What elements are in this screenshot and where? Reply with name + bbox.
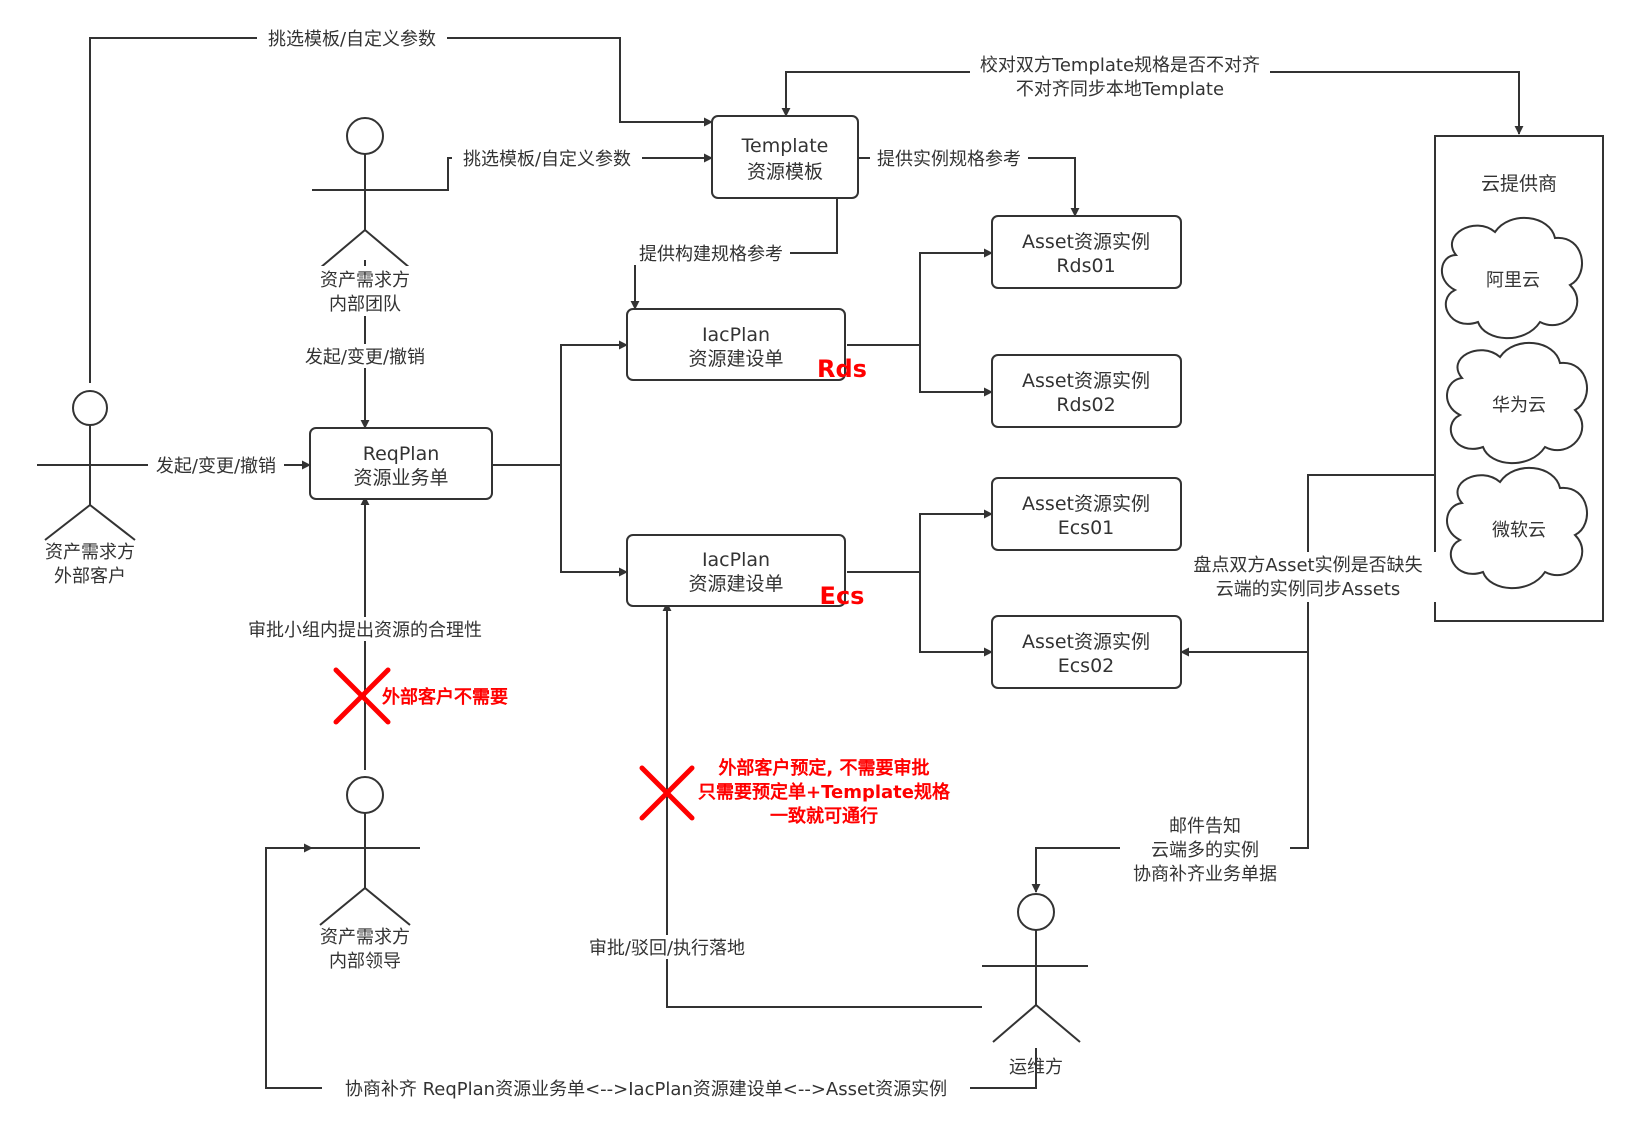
asset-rds02-node[interactable]: Asset资源实例 Rds02 xyxy=(991,354,1182,428)
no-need-external-note: 外部客户不需要 xyxy=(382,686,508,708)
reqplan-node-line2: 资源业务单 xyxy=(353,467,448,489)
cloud-aliyun-label: 阿里云 xyxy=(1486,270,1540,291)
actor-internal-leader[interactable]: 资产需求方 内部领导 xyxy=(312,776,420,972)
asset-ecs01-node[interactable]: Asset资源实例 Ecs01 xyxy=(991,477,1182,551)
edge-reqplan-to-iacplan-ecs xyxy=(560,465,628,577)
svg-text:只需要预定单+Template规格: 只需要预定单+Template规格 xyxy=(698,781,951,803)
asset-ecs02-line1: Asset资源实例 xyxy=(1022,631,1150,653)
iacplan-ecs-line2: 资源建设单 xyxy=(688,573,783,595)
asset-ecs02-node[interactable]: Asset资源实例 Ecs02 xyxy=(991,615,1182,689)
external-booking-note: 外部客户预定, 不需要审批 只需要预定单+Template规格 一致就可通行 xyxy=(698,757,951,827)
iacplan-ecs-line1: IacPlan xyxy=(702,549,770,571)
label-inventory: 盘点双方Asset实例是否缺失 云端的实例同步Assets xyxy=(1180,552,1436,602)
edge-customer-to-template xyxy=(89,37,713,383)
asset-ecs01-line2: Ecs01 xyxy=(1058,517,1115,539)
red-x-mark-external xyxy=(639,765,695,821)
edge-iacplan-ecs-to-ecs02 xyxy=(919,572,993,657)
cloud-aliyun[interactable]: 阿里云 xyxy=(1441,216,1583,340)
svg-text:发起/变更/撤销: 发起/变更/撤销 xyxy=(305,347,425,368)
actor-internal-leader-line2: 内部领导 xyxy=(329,951,401,972)
label-provide-instance-ref: 提供实例规格参考 xyxy=(870,146,1028,170)
actor-internal-team-head xyxy=(346,117,384,155)
actor-ops-label: 运维方 xyxy=(1009,1057,1063,1078)
asset-ecs01-line1: Asset资源实例 xyxy=(1022,493,1150,515)
iacplan-rds-line2: 资源建设单 xyxy=(688,348,783,370)
label-email: 邮件告知 云端多的实例 协商补齐业务单据 xyxy=(1120,813,1290,887)
edge-reqplan-to-iacplan-rds xyxy=(492,340,628,466)
actor-internal-leader-line1: 资产需求方 xyxy=(320,927,410,948)
cloud-huawei-label: 华为云 xyxy=(1492,395,1546,416)
iacplan-rds-line1: IacPlan xyxy=(702,324,770,346)
reqplan-node[interactable]: ReqPlan 资源业务单 xyxy=(309,427,493,500)
label-check-template: 校对双方Template规格是否不对齐 不对齐同步本地Template xyxy=(970,52,1270,102)
cloud-provider-title: 云提供商 xyxy=(1481,173,1557,195)
actor-ops[interactable]: 运维方 xyxy=(982,893,1088,1078)
iacplan-ecs-node[interactable]: IacPlan 资源建设单 xyxy=(626,534,846,607)
svg-text:协商补齐 ReqPlan资源业务单<-->IacPlan资源: 协商补齐 ReqPlan资源业务单<-->IacPlan资源建设单<-->Ass… xyxy=(345,1079,947,1100)
svg-text:审批/驳回/执行落地: 审批/驳回/执行落地 xyxy=(589,938,745,959)
cloud-huawei[interactable]: 华为云 xyxy=(1446,341,1588,465)
edge-iacplan-rds-to-rds02 xyxy=(919,345,993,397)
svg-text:提供实例规格参考: 提供实例规格参考 xyxy=(877,149,1021,170)
svg-text:一致就可通行: 一致就可通行 xyxy=(770,805,878,827)
label-approve-execute: 审批/驳回/执行落地 xyxy=(580,935,754,959)
template-node-line2: 资源模板 xyxy=(747,161,823,183)
asset-rds01-line2: Rds01 xyxy=(1056,255,1115,277)
label-initiate-customer: 发起/变更/撤销 xyxy=(148,453,284,477)
edge-ops-to-iacplan-ecs xyxy=(662,602,982,1008)
svg-text:协商补齐业务单据: 协商补齐业务单据 xyxy=(1133,864,1277,885)
label-initiate-team: 发起/变更/撤销 xyxy=(297,344,433,368)
label-negotiate-bottom: 协商补齐 ReqPlan资源业务单<-->IacPlan资源建设单<-->Ass… xyxy=(322,1076,970,1100)
asset-rds01-node[interactable]: Asset资源实例 Rds01 xyxy=(991,215,1182,289)
asset-ecs02-line2: Ecs02 xyxy=(1058,655,1115,677)
edge-iacplan-ecs-to-ecs01 xyxy=(847,509,993,573)
svg-text:邮件告知: 邮件告知 xyxy=(1169,816,1241,837)
svg-text:云端多的实例: 云端多的实例 xyxy=(1151,840,1259,861)
template-node[interactable]: Template 资源模板 xyxy=(711,115,859,199)
asset-rds01-line1: Asset资源实例 xyxy=(1022,231,1150,253)
svg-text:外部客户预定, 不需要审批: 外部客户预定, 不需要审批 xyxy=(718,757,929,779)
svg-text:校对双方Template规格是否不对齐: 校对双方Template规格是否不对齐 xyxy=(980,55,1260,76)
cloud-microsoft[interactable]: 微软云 xyxy=(1446,466,1588,590)
svg-text:不对齐同步本地Template: 不对齐同步本地Template xyxy=(1016,79,1224,100)
actor-external-customer-line1: 资产需求方 xyxy=(45,542,135,563)
cloud-microsoft-label: 微软云 xyxy=(1492,520,1546,541)
actor-external-customer-head xyxy=(72,390,108,426)
edge-iacplan-rds-to-rds01 xyxy=(847,248,993,346)
actor-ops-head xyxy=(1017,893,1055,931)
svg-text:挑选模板/自定义参数: 挑选模板/自定义参数 xyxy=(268,29,436,50)
actor-external-customer[interactable]: 资产需求方 外部客户 xyxy=(37,390,143,587)
ecs-tag: Ecs xyxy=(820,582,865,610)
svg-text:审批小组内提出资源的合理性: 审批小组内提出资源的合理性 xyxy=(248,620,482,641)
actor-internal-leader-head xyxy=(346,776,384,814)
red-x-mark-approval xyxy=(333,667,391,725)
template-node-line1: Template xyxy=(741,135,829,157)
edge-ops-to-leader xyxy=(265,843,1037,1089)
iacplan-rds-node[interactable]: IacPlan 资源建设单 xyxy=(626,308,846,381)
actor-internal-team-line2: 内部团队 xyxy=(329,294,401,315)
svg-text:挑选模板/自定义参数: 挑选模板/自定义参数 xyxy=(463,149,631,170)
actor-internal-team-line1: 资产需求方 xyxy=(320,270,410,291)
svg-text:提供构建规格参考: 提供构建规格参考 xyxy=(639,244,783,265)
svg-text:盘点双方Asset实例是否缺失: 盘点双方Asset实例是否缺失 xyxy=(1193,555,1422,576)
rds-tag: Rds xyxy=(817,355,867,383)
label-select-template-top: 挑选模板/自定义参数 xyxy=(257,26,447,50)
actor-external-customer-line2: 外部客户 xyxy=(54,566,126,587)
asset-rds02-line1: Asset资源实例 xyxy=(1022,370,1150,392)
label-approval-group: 审批小组内提出资源的合理性 xyxy=(237,617,493,641)
label-select-template-team: 挑选模板/自定义参数 xyxy=(452,146,642,170)
svg-text:云端的实例同步Assets: 云端的实例同步Assets xyxy=(1216,579,1401,600)
reqplan-node-line1: ReqPlan xyxy=(363,443,440,465)
actor-internal-team[interactable]: 资产需求方 内部团队 xyxy=(300,117,430,316)
asset-rds02-line2: Rds02 xyxy=(1056,394,1115,416)
label-provide-build-ref: 提供构建规格参考 xyxy=(632,241,790,265)
svg-text:发起/变更/撤销: 发起/变更/撤销 xyxy=(156,456,276,477)
